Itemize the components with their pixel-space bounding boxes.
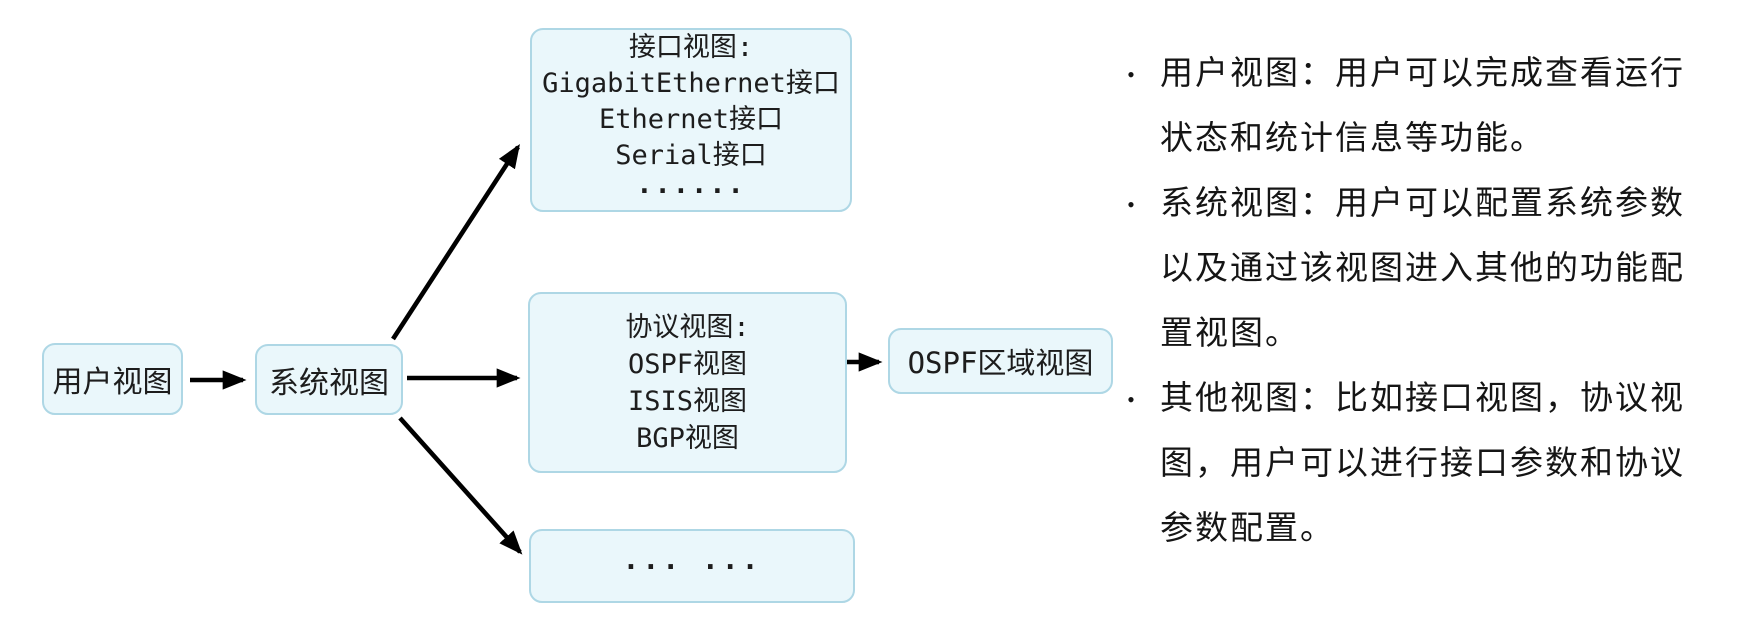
- note-line: 置视图。: [1160, 316, 1300, 352]
- note-line: 以及通过该视图进入其他的功能配: [1160, 251, 1685, 287]
- bullet-icon: •: [1127, 62, 1137, 87]
- note-text: 其他视图：比如接口视图，协议视 图，用户可以进行接口参数和协议 参数配置。: [1152, 367, 1764, 562]
- node-interface-view-line: Serial接口: [615, 140, 767, 171]
- note-line: 状态和统计信息等功能。: [1160, 121, 1545, 157]
- node-system-view-label: 系统视图: [269, 365, 389, 401]
- node-ospf-area-view-label: OSPF区域视图: [907, 346, 1094, 380]
- bullet-icon: •: [1127, 192, 1137, 217]
- node-interface-view-line: GigabitEthernet接口: [542, 68, 840, 99]
- node-protocol-view-line: ISIS视图: [627, 385, 748, 417]
- arrow-system-to-other: [398, 416, 523, 555]
- note-line: 系统视图：用户可以配置系统参数: [1160, 186, 1685, 222]
- node-interface-view-line: Ethernet接口: [598, 104, 784, 135]
- node-other-view-ellipsis: ··· ···: [622, 549, 762, 583]
- bullet-icon: •: [1127, 387, 1137, 412]
- node-other-view: ··· ···: [529, 529, 855, 603]
- node-system-view: 系统视图: [255, 344, 403, 415]
- note-item-other-view: • 其他视图：比如接口视图，协议视 图，用户可以进行接口参数和协议 参数配置。: [1088, 367, 1764, 562]
- note-text: 系统视图：用户可以配置系统参数 以及通过该视图进入其他的功能配 置视图。: [1152, 172, 1764, 367]
- note-line: 图，用户可以进行接口参数和协议: [1160, 446, 1685, 482]
- note-line: 用户视图：用户可以完成查看运行: [1160, 56, 1685, 92]
- node-user-view-label: 用户视图: [52, 365, 173, 400]
- note-item-system-view: • 系统视图：用户可以配置系统参数 以及通过该视图进入其他的功能配 置视图。: [1088, 172, 1764, 367]
- note-text: 用户视图：用户可以完成查看运行 状态和统计信息等功能。: [1152, 42, 1764, 172]
- note-item-user-view: • 用户视图：用户可以完成查看运行 状态和统计信息等功能。: [1088, 42, 1764, 172]
- node-interface-view: 接口视图: GigabitEthernet接口 Ethernet接口 Seria…: [530, 28, 852, 212]
- notes-panel: • 用户视图：用户可以完成查看运行 状态和统计信息等功能。 • 系统视图：用户可…: [1088, 42, 1764, 562]
- arrow-system-to-interface: [391, 143, 520, 341]
- node-user-view: 用户视图: [42, 343, 183, 415]
- note-line: 参数配置。: [1160, 511, 1335, 547]
- node-protocol-view-line: BGP视图: [636, 422, 739, 454]
- node-protocol-view-line: OSPF视图: [627, 348, 748, 380]
- node-interface-view-ellipsis: ······: [636, 176, 746, 207]
- node-protocol-view-title: 协议视图:: [625, 311, 750, 343]
- note-line: 其他视图：比如接口视图，协议视: [1160, 381, 1685, 417]
- node-protocol-view: 协议视图: OSPF视图 ISIS视图 BGP视图: [528, 292, 847, 473]
- node-ospf-area-view: OSPF区域视图: [888, 328, 1113, 394]
- node-interface-view-title: 接口视图:: [628, 32, 754, 63]
